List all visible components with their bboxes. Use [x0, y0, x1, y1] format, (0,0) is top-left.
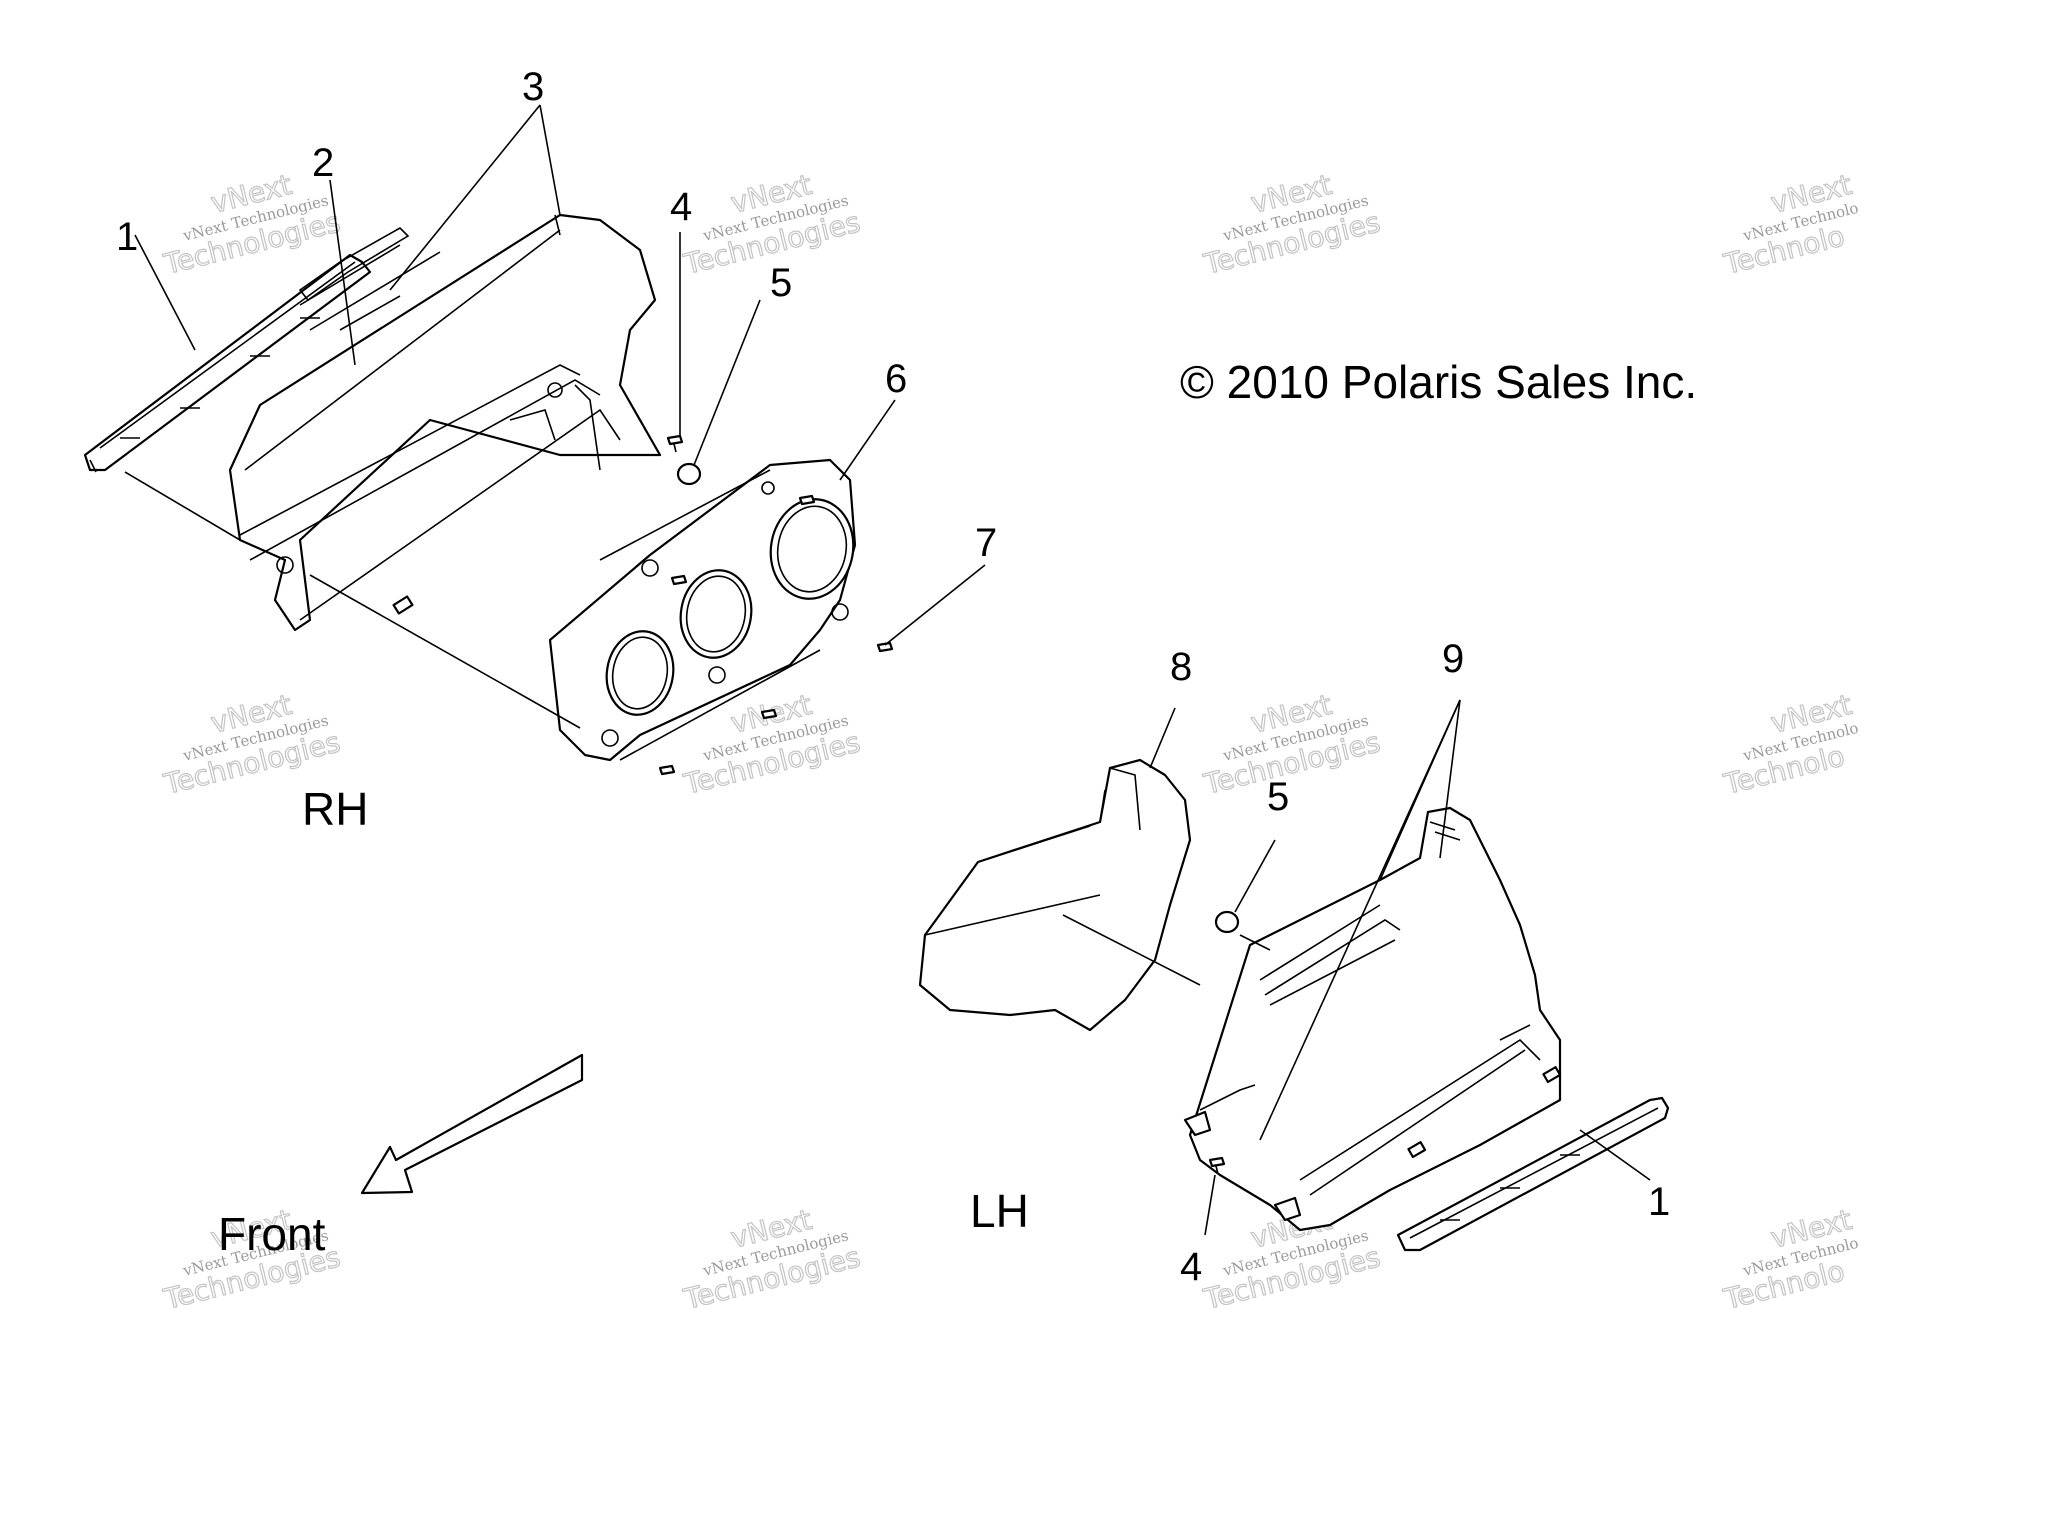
rh-emblem-part-2	[298, 227, 410, 302]
front-arrow	[360, 1053, 584, 1195]
callout-6-rh: 6	[885, 357, 907, 401]
rh-gauge-bezel-part-6	[548, 458, 857, 762]
callout-9-lh: 9	[1442, 637, 1464, 681]
callout-7-rh: 7	[975, 521, 997, 565]
rh-leader-lines	[124, 104, 986, 729]
lh-leader-lines	[1062, 699, 1651, 1236]
front-label: Front	[218, 1208, 326, 1260]
callout-3-rh: 3	[522, 65, 544, 109]
callout-8-lh: 8	[1170, 645, 1192, 689]
callout-4-rh: 4	[670, 185, 692, 229]
callout-1-rh: 1	[116, 215, 138, 259]
lh-trim-strip-part-1	[1396, 1096, 1670, 1252]
rh-grommet-part-5	[676, 462, 702, 486]
copyright-notice: © 2010 Polaris Sales Inc.	[1180, 356, 1697, 408]
lh-dash-housing-part-9	[1183, 806, 1562, 1232]
callout-5-lh: 5	[1267, 775, 1289, 819]
lh-label: LH	[970, 1185, 1029, 1237]
rh-label: RH	[302, 783, 368, 835]
callout-numbers: 1 2 3 4 5 6 7 8 9 5 4 1	[116, 65, 1670, 1289]
callout-5-rh: 5	[770, 261, 792, 305]
callout-4-lh: 4	[1180, 1245, 1202, 1289]
lh-screw-part-4	[1208, 1156, 1226, 1175]
callout-2-rh: 2	[312, 141, 334, 185]
callout-1-lh: 1	[1648, 1180, 1670, 1224]
rh-screw-part-4	[666, 434, 684, 453]
lh-grommet-part-5	[1214, 910, 1240, 934]
rh-dash-housing-part-3	[228, 213, 662, 632]
rh-trim-strip-part-1	[83, 253, 372, 473]
lh-cover-part-8	[918, 758, 1192, 1032]
